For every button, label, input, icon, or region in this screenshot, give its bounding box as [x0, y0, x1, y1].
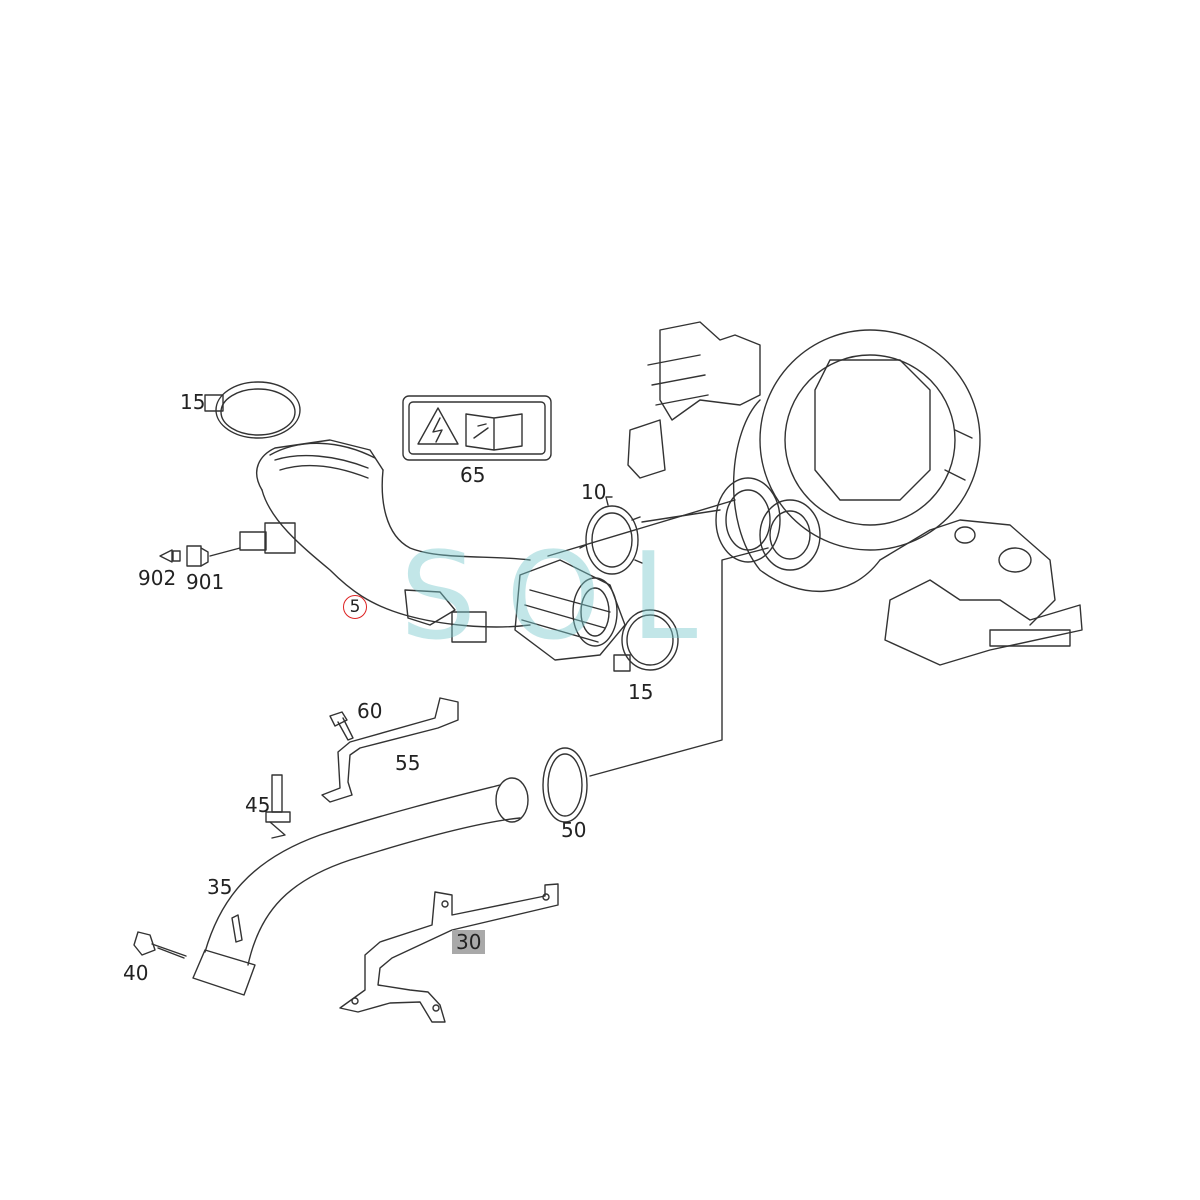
label-45: 45	[245, 793, 271, 817]
label-55: 55	[395, 751, 421, 775]
pipe-35	[192, 777, 529, 996]
label-50: 50	[561, 818, 587, 842]
clip-45	[265, 774, 291, 839]
label-902: 902	[138, 566, 177, 590]
label-15-bottom: 15	[628, 680, 654, 704]
label-65: 65	[460, 463, 486, 487]
warning-label-65	[402, 395, 552, 461]
label-5-circled: 5	[343, 595, 367, 619]
label-60: 60	[357, 699, 383, 723]
turbocharger	[627, 321, 1083, 666]
clip-40	[133, 931, 187, 959]
intake-hose	[239, 439, 531, 643]
seal-ring-10	[579, 496, 643, 575]
bellows-connector	[514, 559, 626, 661]
label-40: 40	[123, 961, 149, 985]
bolt-60	[329, 711, 354, 741]
manual-wrench-icon	[465, 413, 523, 451]
label-15-top: 15	[180, 390, 206, 414]
sensor-plug-parts	[159, 545, 241, 567]
bracket-55	[321, 697, 459, 803]
hose-clamp-bottom	[613, 609, 679, 672]
seal-ring-50	[542, 747, 588, 823]
hose-clamp-top	[204, 381, 301, 439]
label-901: 901	[186, 570, 225, 594]
label-30-highlighted: 30	[452, 930, 486, 954]
warning-electric-icon	[417, 407, 459, 445]
label-35: 35	[207, 875, 233, 899]
bracket-30	[339, 883, 559, 1023]
leader-lines	[547, 499, 769, 777]
label-10: 10	[581, 480, 607, 504]
